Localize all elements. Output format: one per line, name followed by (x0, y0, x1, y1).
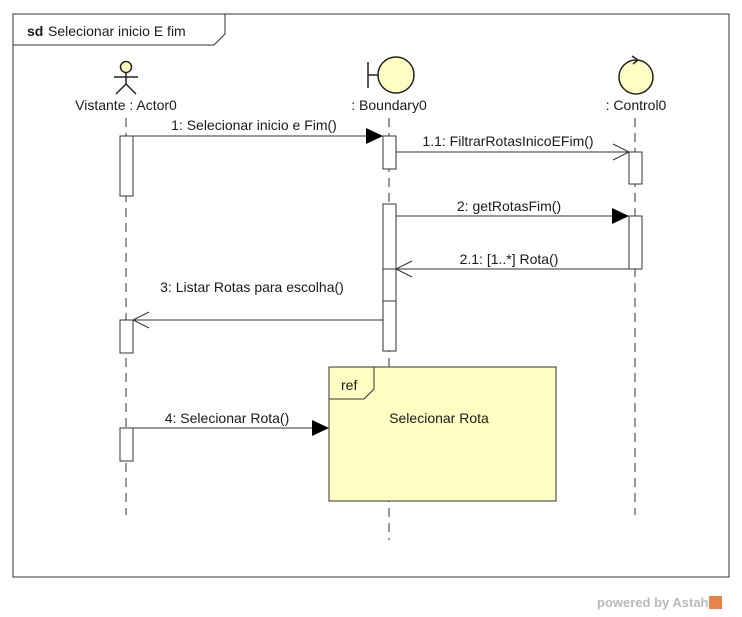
lifeline-label-boundary: : Boundary0 (351, 97, 427, 113)
message-label-1: 1: Selecionar inicio e Fim() (171, 117, 337, 133)
message-label-2-1: 2.1: [1..*] Rota() (460, 251, 559, 267)
diagram-frame (12, 13, 730, 578)
activation-boundary-nested (382, 268, 397, 302)
ref-fragment (328, 366, 557, 502)
activation-control-2 (628, 215, 643, 270)
activation-actor-1 (119, 135, 134, 197)
lifeline-label-actor: Vistante : Actor0 (75, 97, 177, 113)
message-label-4: 4: Selecionar Rota() (165, 410, 290, 426)
ref-tag: ref (341, 377, 357, 393)
message-label-2: 2: getRotasFim() (457, 198, 561, 214)
arrowhead-filled (366, 128, 383, 144)
activation-actor-2 (119, 319, 134, 354)
boundary-icon (367, 56, 415, 94)
arrowhead-open (131, 311, 150, 329)
activation-boundary-1 (382, 135, 397, 170)
arrowhead-filled (612, 208, 629, 224)
frame-keyword: sd (27, 23, 43, 39)
frame-tab (13, 14, 226, 46)
watermark-text: powered by Astah (597, 595, 709, 610)
message-label-1-1: 1.1: FiltrarRotasInicoEFim() (422, 133, 593, 149)
ref-tab (329, 367, 375, 400)
ref-name: Selecionar Rota (389, 410, 489, 426)
control-icon (618, 55, 654, 95)
arrowhead-open (612, 143, 631, 161)
lifeline-label-control: : Control0 (606, 97, 667, 113)
powered-by-watermark: powered by Astah (597, 595, 723, 610)
message-label-3: 3: Listar Rotas para escolha() (160, 279, 344, 295)
arrowhead-filled (312, 420, 329, 436)
activation-control-1 (628, 151, 643, 185)
actor-icon (114, 60, 138, 95)
arrowhead-open (394, 260, 413, 278)
astah-logo-icon (709, 596, 723, 609)
activation-actor-3 (119, 427, 134, 462)
frame-title: Selecionar inicio E fim (48, 23, 186, 39)
